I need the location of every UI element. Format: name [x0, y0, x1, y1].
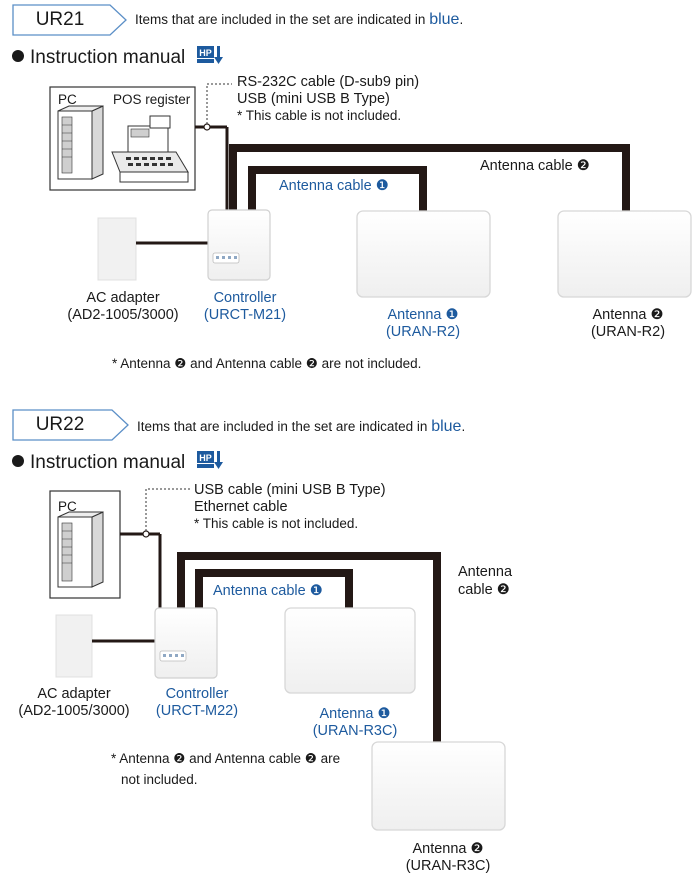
svg-text:HP: HP [199, 48, 212, 58]
ur22-ac-adapter-icon [55, 614, 93, 678]
bullet-icon [12, 455, 24, 467]
ur21-cable-info-note: * This cable is not included. [237, 108, 402, 123]
ur22-model-label: UR22 [35, 414, 85, 435]
ur22-cable-junction [142, 530, 150, 538]
ur21-controller-label: Controller (URCT-M21) [185, 290, 305, 324]
ur21-model-tag: UR21 [0, 5, 120, 35]
ur21-model-label: UR21 [35, 9, 85, 30]
ur22-antenna-cable-2 [177, 552, 441, 745]
ur21-cable-info-line-1: RS-232C cable (D-sub9 pin) [237, 74, 420, 90]
ur22-included-note: Items that are included in the set are i… [137, 418, 466, 435]
ur22-callout-line [145, 488, 190, 531]
ur21-antenna-cable-1-label: Antenna cable ❶ [279, 178, 389, 194]
ur21-antenna-2-name: Antenna ❷ [592, 307, 664, 323]
ur22-cable-info: USB cable (mini USB B Type) Ethernet cab… [194, 482, 386, 532]
ur22-controller-label: Controller (URCT-M22) [137, 686, 257, 720]
ur22-antenna-1-label: Antenna ❶ (URAN-R3C) [295, 706, 415, 740]
ur21-ac-adapter-label: AC adapter (AD2-1005/3000) [48, 290, 198, 324]
ur21-tag-shape [12, 4, 127, 36]
ur22-note-blue-word: blue [431, 418, 462, 435]
ur21-ac-adapter-model: (AD2-1005/3000) [67, 307, 179, 323]
ur21-controller-name: Controller [213, 290, 277, 306]
ur22-pc-tower-icon [57, 511, 104, 588]
ur21-footnote: * Antenna ❷ and Antenna cable ❷ are not … [112, 356, 422, 371]
ur22-antenna-1-icon [284, 607, 416, 694]
ur21-antenna-1-label: Antenna ❶ (URAN-R2) [363, 307, 483, 341]
ur22-antenna-cable-2-line-1: Antenna [458, 564, 513, 580]
ur21-included-note: Items that are included in the set are i… [135, 11, 464, 28]
ur22-antenna-2-label: Antenna ❷ (URAN-R3C) [388, 841, 508, 875]
ur22-instruction-manual[interactable]: Instruction manual HP [12, 450, 223, 474]
ur22-controller-icon [154, 607, 218, 679]
ur21-pos-register-icon [111, 115, 189, 183]
ur21-antenna-cable-2-label: Antenna cable ❷ [480, 158, 590, 174]
ur21-antenna-1-icon [356, 210, 491, 298]
hp-download-icon[interactable]: HP [196, 45, 223, 65]
ur21-cable-info-line-2: USB (mini USB B Type) [237, 91, 390, 107]
ur21-pos-label: POS register [113, 92, 191, 107]
ur22-pc-label: PC [58, 499, 77, 514]
ur22-antenna-1-model: (URAN-R3C) [312, 723, 398, 739]
ur22-controller-name: Controller [165, 686, 229, 702]
ur22-cable-info-note: * This cable is not included. [194, 516, 359, 531]
ur22-footnote: * Antenna ❷ and Antenna cable ❷ are not … [111, 748, 340, 790]
hp-download-icon[interactable]: HP [196, 450, 223, 470]
ur21-antenna-1-name: Antenna ❶ [387, 307, 459, 323]
ur21-pc-tower-icon [57, 105, 104, 180]
ur21-manual-label: Instruction manual [30, 47, 186, 68]
ur22-footnote-line-2: not included. [121, 772, 198, 787]
ur22-antenna-2-name: Antenna ❷ [412, 841, 484, 857]
ur22-controller-model: (URCT-M22) [155, 703, 239, 719]
ur22-tag-shape [12, 409, 129, 441]
ur21-instruction-manual[interactable]: Instruction manual HP [12, 45, 223, 69]
ur21-ac-adapter-name: AC adapter [86, 290, 160, 306]
ur21-cable-junction [203, 123, 211, 131]
ur21-antenna-cable-2 [229, 144, 630, 214]
ur21-pc-label: PC [58, 92, 77, 107]
ur22-model-tag: UR22 [0, 410, 120, 440]
ur22-cable-info-line-1: USB cable (mini USB B Type) [194, 482, 386, 498]
ur21-antenna-cable-1 [248, 166, 427, 214]
ur22-antenna-cable-2-line-2: cable ❷ [458, 582, 510, 598]
ur21-antenna-2-model: (URAN-R2) [590, 324, 666, 340]
ur22-antenna-2-icon [371, 741, 506, 831]
ur21-ac-adapter-icon [97, 217, 137, 281]
ur21-antenna-1-model: (URAN-R2) [385, 324, 461, 340]
bullet-icon [12, 50, 24, 62]
ur21-controller-icon [207, 209, 271, 281]
ur21-note-blue-word: blue [429, 11, 460, 28]
ur22-ac-adapter-model: (AD2-1005/3000) [18, 703, 130, 719]
ur22-antenna-cable-1-label: Antenna cable ❶ [213, 583, 323, 599]
ur22-ac-adapter-label: AC adapter (AD2-1005/3000) [0, 686, 148, 720]
svg-text:HP: HP [199, 453, 212, 463]
ur22-ac-adapter-name: AC adapter [37, 686, 111, 702]
ur21-antenna-2-icon [557, 210, 692, 298]
ur22-cable-info-line-2: Ethernet cable [194, 499, 288, 515]
ur22-antenna-1-name: Antenna ❶ [319, 706, 391, 722]
ur21-antenna-2-label: Antenna ❷ (URAN-R2) [568, 307, 688, 341]
ur22-antenna-2-model: (URAN-R3C) [405, 858, 491, 874]
ur22-footnote-line-1: * Antenna ❷ and Antenna cable ❷ are [111, 751, 341, 766]
ur21-controller-model: (URCT-M21) [203, 307, 287, 323]
ur22-note-text: Items that are included in the set are i… [137, 419, 428, 434]
ur21-note-text: Items that are included in the set are i… [135, 12, 426, 27]
ur21-cable-info: RS-232C cable (D-sub9 pin) USB (mini USB… [237, 74, 419, 124]
ur21-callout-line [206, 83, 232, 124]
ur22-antenna-cable-2-label: Antenna cable ❷ [458, 563, 512, 599]
ur22-manual-label: Instruction manual [30, 452, 186, 473]
ur22-antenna-cable-1 [195, 569, 353, 612]
